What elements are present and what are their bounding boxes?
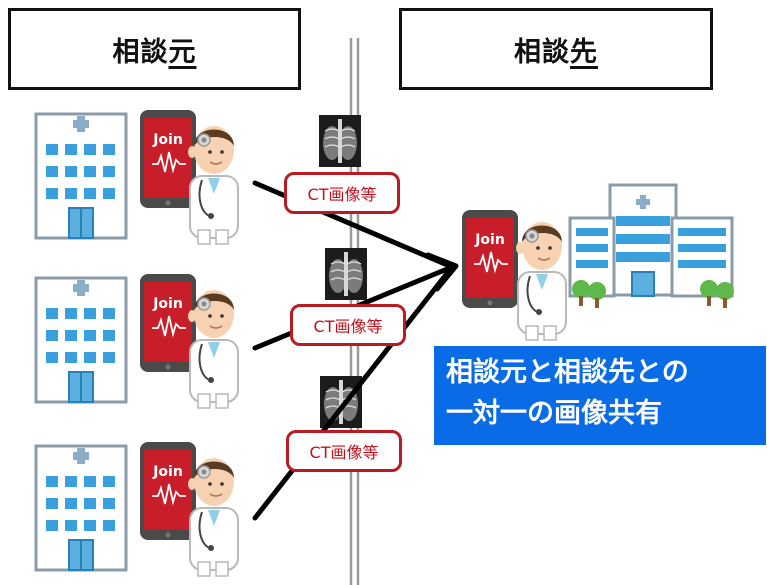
ct-image-label-2: CT画像等 [290,304,406,346]
ct-image-label-1: CT画像等 [284,172,400,214]
tree-icon-3 [700,280,718,306]
caption-box: 相談元と相談先との 一対一の画像共有 [434,346,766,445]
doctor-icon-2 [187,289,239,409]
source-title-tail: 元 [168,36,197,68]
smartphone-icon-destination [461,209,519,309]
hospital-icon-1 [34,112,128,240]
xray-image-3 [319,375,363,429]
destination-title-tail: 先 [570,36,598,68]
source-title-head: 相談 [112,36,169,68]
smartphone-icon-3 [139,441,197,541]
caption-line-1: 相談元と相談先との [446,357,689,388]
ct-image-label-3: CT画像等 [286,430,402,472]
caption-line-2: 一対一の画像共有 [446,398,662,429]
doctor-icon-destination [515,221,567,341]
destination-title-head: 相談 [514,36,570,68]
tree-icon-1 [572,280,590,306]
xray-image-1 [318,114,362,168]
source-title-box: 相談元 [8,8,301,90]
tree-icon-4 [716,282,734,308]
destination-title-box: 相談先 [399,8,713,90]
tree-icon-2 [588,282,606,308]
hospital-icon-3 [34,444,128,572]
hospital-icon-2 [34,276,128,404]
smartphone-icon-1 [139,109,197,209]
doctor-icon-1 [187,125,239,245]
hospital-icon-destination [568,183,734,298]
xray-image-2 [324,247,368,301]
smartphone-icon-2 [139,273,197,373]
doctor-icon-3 [187,457,239,577]
